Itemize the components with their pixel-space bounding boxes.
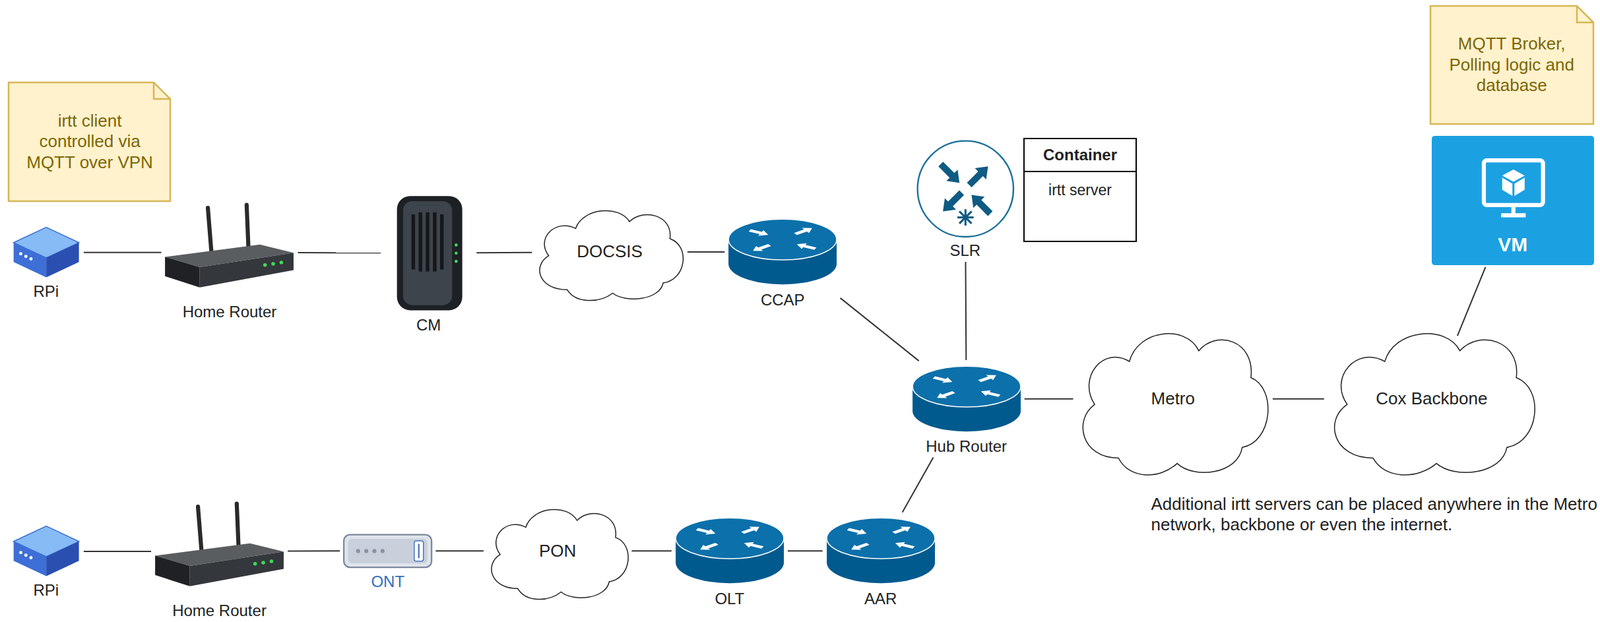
ont-icon (341, 531, 434, 571)
device-label: AAR (864, 589, 897, 609)
router-icon (910, 362, 1023, 436)
cloud-text: Cox Backbone (1375, 388, 1488, 410)
hr-icon (162, 203, 296, 301)
router-node: AAR (824, 513, 937, 608)
cm-icon (382, 192, 475, 315)
sticky-note: MQTT Broker, Polling logic and database (1429, 5, 1595, 125)
slr-icon (914, 137, 1017, 241)
router-icon (726, 215, 839, 289)
connector-line (83, 550, 152, 552)
note-text: irtt client controlled via MQTT over VPN (18, 110, 161, 173)
network-cloud: Metro (1064, 318, 1282, 480)
router-icon (673, 513, 786, 588)
rpi-node: RPi (10, 523, 82, 600)
cloud-text: PON (539, 541, 576, 562)
cable-modem: CM (382, 192, 475, 335)
sticky-note: irtt client controlled via MQTT over VPN (7, 81, 171, 202)
home-router: Home Router (153, 502, 286, 621)
cloud-text: Metro (1151, 388, 1195, 410)
connector-line (902, 457, 934, 513)
router-node: CCAP (726, 215, 839, 309)
vm-text: VM (1497, 233, 1528, 256)
device-label: CCAP (760, 290, 805, 310)
network-cloud: DOCSIS (525, 201, 694, 304)
device-label: RPi (32, 282, 59, 301)
connector-line (287, 550, 340, 552)
container-box: Containerirtt server (1023, 137, 1137, 243)
connector-line (840, 298, 920, 361)
network-cloud: Cox Backbone (1314, 318, 1550, 480)
router-node: Hub Router (910, 362, 1023, 456)
slr-node: SLR (914, 137, 1017, 260)
rpi-node: RPi (10, 224, 82, 301)
home-router: Home Router (162, 203, 296, 322)
connector-line (298, 252, 382, 254)
hr-icon (153, 502, 286, 600)
rpi-icon (10, 224, 82, 281)
connector-line (83, 252, 162, 253)
router-node: OLT (673, 513, 786, 608)
connector-line (631, 550, 672, 552)
connector-line (787, 550, 823, 552)
annotation-text: Additional irtt servers can be placed an… (1151, 494, 1600, 536)
connector-line (435, 550, 484, 552)
device-label: Home Router (182, 302, 278, 322)
cloud-text: DOCSIS (576, 241, 643, 262)
device-label: SLR (950, 241, 982, 260)
connector-line (687, 251, 725, 253)
router-icon (824, 513, 937, 588)
container-body: irtt server (1024, 172, 1136, 209)
device-label: Home Router (172, 601, 267, 621)
rpi-icon (10, 523, 82, 580)
connector-line (1272, 398, 1325, 400)
device-label: OLT (714, 589, 745, 609)
network-cloud: PON (477, 500, 639, 603)
ont-node: ONT (341, 531, 434, 591)
connector-line (1457, 267, 1486, 336)
connector-line (476, 252, 532, 253)
device-label: CM (416, 316, 441, 335)
connector-line (965, 261, 967, 361)
device-label: RPi (32, 581, 59, 600)
connector-line (1024, 398, 1074, 400)
note-text: MQTT Broker, Polling logic and database (1440, 33, 1584, 96)
device-label: Hub Router (925, 437, 1007, 456)
device-label: ONT (370, 572, 405, 592)
vm-box: VM (1431, 135, 1595, 266)
container-heading: Container (1024, 139, 1136, 173)
